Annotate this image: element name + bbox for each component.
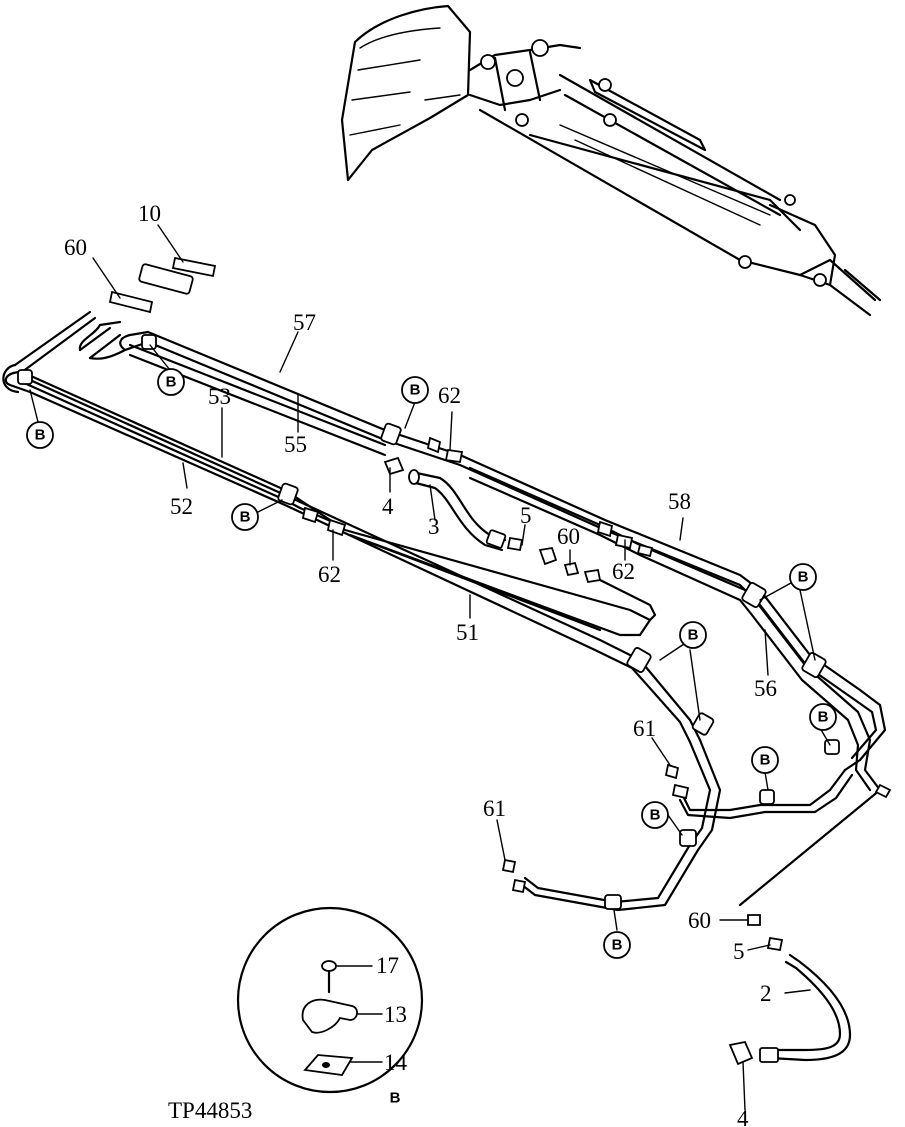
callout-60: 60	[557, 524, 580, 549]
detail-b-clamp-assembly: 17 13 14 B	[236, 906, 424, 1107]
callout-labels: 10 60 57 53 55 52 62 4 3 5 60 62 62 58 5…	[64, 201, 777, 1127]
callout-4: 4	[382, 494, 394, 519]
callout-2: 2	[760, 981, 772, 1006]
callout-62: 62	[612, 559, 635, 584]
callout-17: 17	[376, 953, 399, 978]
callout-55: 55	[284, 432, 307, 457]
detail-b-label: B	[390, 1090, 401, 1107]
callout-13: 13	[384, 1002, 407, 1027]
callout-60: 60	[688, 908, 711, 933]
tube-line-58	[128, 343, 882, 792]
hose-2	[728, 953, 852, 1066]
callout-62: 62	[438, 383, 461, 408]
callout-52: 52	[170, 494, 193, 519]
b-marker: B	[650, 807, 661, 824]
b-marker: B	[818, 709, 829, 726]
tube-clamps	[17, 334, 840, 910]
b-marker: B	[798, 569, 809, 586]
tube-lower-right-run	[520, 738, 882, 912]
callout-10: 10	[138, 201, 161, 226]
tube-line-57	[146, 330, 887, 772]
figure-id: TP44853	[168, 1098, 252, 1123]
callout-61: 61	[633, 716, 656, 741]
callout-14: 14	[384, 1050, 408, 1075]
hose-3	[408, 469, 507, 552]
b-marker: B	[240, 509, 251, 526]
b-marker: B	[410, 382, 421, 399]
callout-58: 58	[668, 489, 691, 514]
leader-lines	[29, 224, 831, 1111]
tube-line-51	[348, 533, 657, 632]
b-marker: B	[166, 374, 177, 391]
callout-61: 61	[483, 796, 506, 821]
callout-62: 62	[318, 562, 341, 587]
callout-60: 60	[64, 235, 87, 260]
b-marker: B	[612, 937, 623, 954]
b-marker: B	[688, 627, 699, 644]
excavator-arm-illustration	[340, 4, 882, 317]
callout-51: 51	[456, 620, 479, 645]
detail-b-markers: B B B B B B B B B B	[26, 368, 837, 959]
callout-3: 3	[428, 514, 440, 539]
tube-line-53-52	[20, 370, 702, 744]
callout-5: 5	[733, 939, 745, 964]
callout-57: 57	[293, 310, 316, 335]
b-marker: B	[35, 427, 46, 444]
b-marker: B	[760, 752, 771, 769]
callout-5: 5	[520, 503, 532, 528]
callout-4: 4	[737, 1106, 749, 1127]
callout-56: 56	[754, 676, 777, 701]
callout-53: 53	[208, 384, 231, 409]
fittings-set-10-60	[108, 256, 217, 314]
